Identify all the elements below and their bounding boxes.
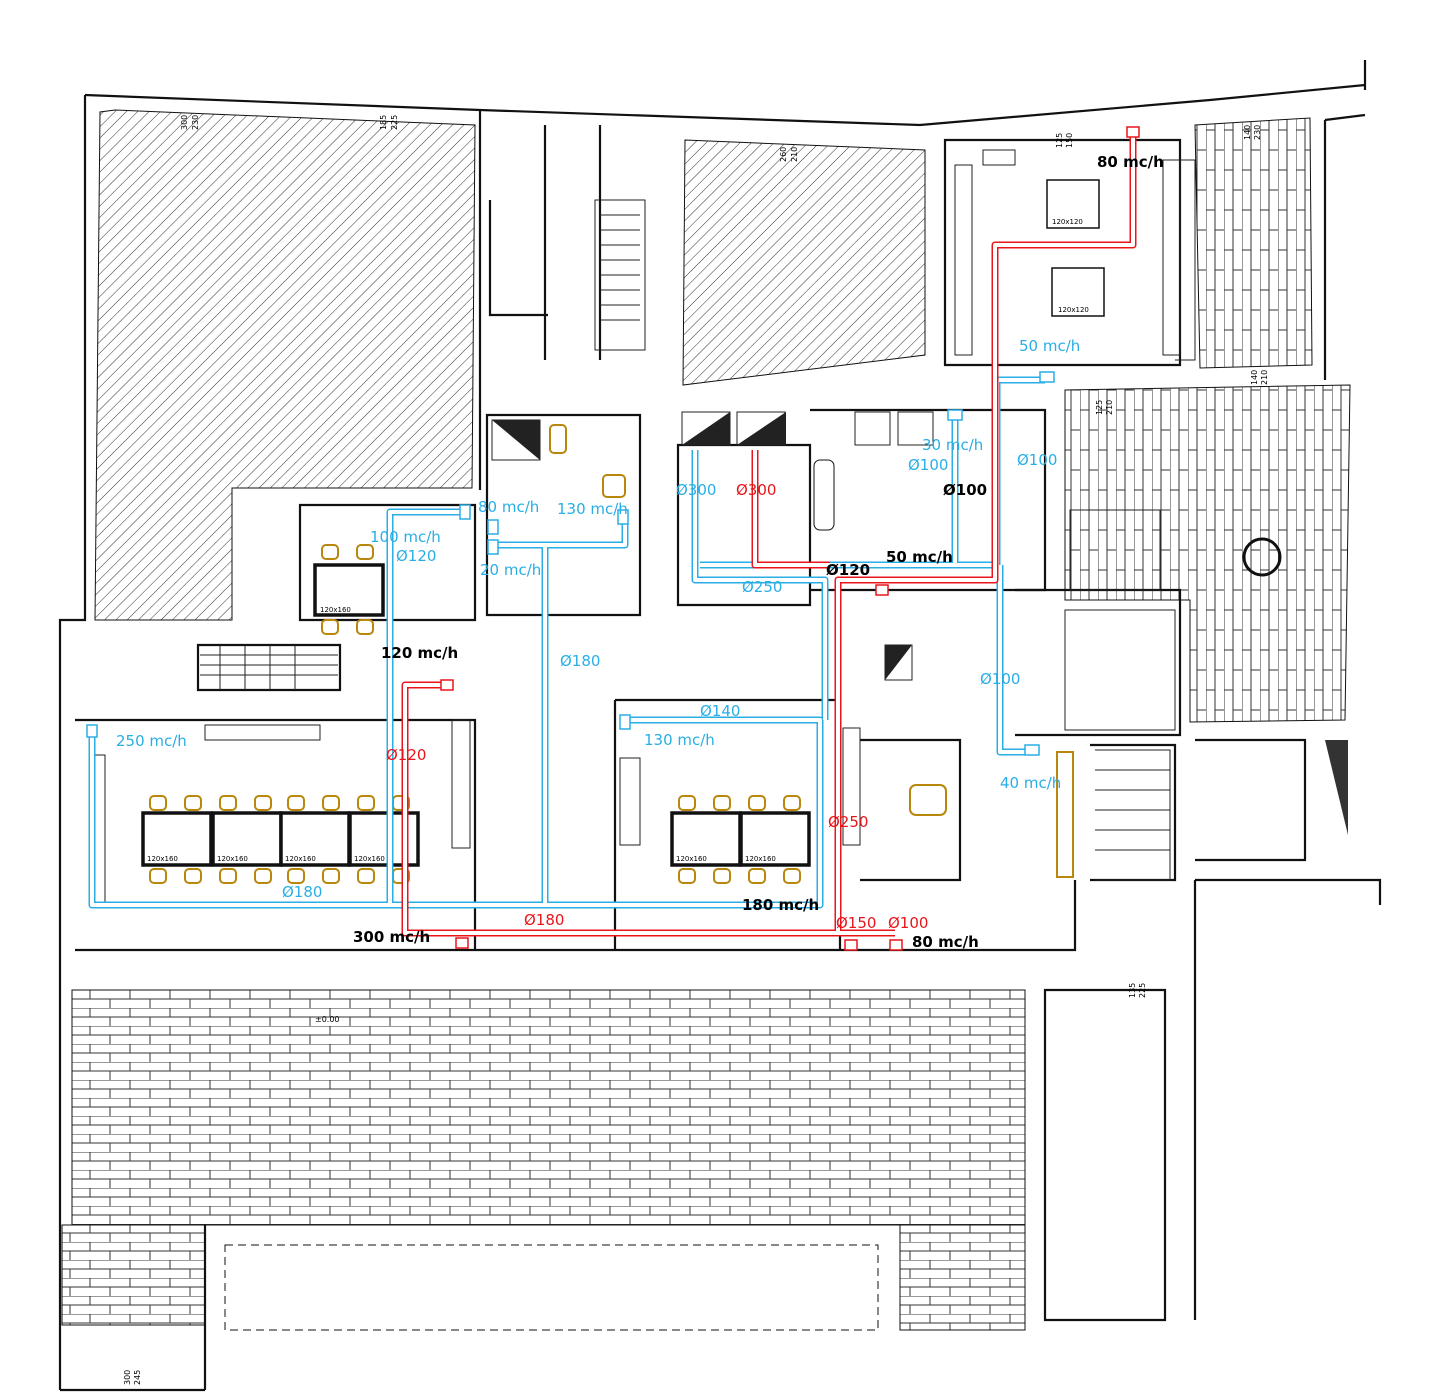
supply-label: Ø180: [282, 883, 322, 901]
extract-label: Ø150: [836, 914, 876, 932]
dimension-label: 300: [180, 115, 189, 130]
extract-label: Ø250: [828, 813, 868, 831]
dimension-label: 225: [1138, 983, 1147, 998]
level-label: ±0.00: [315, 1015, 340, 1024]
paved-courtyard-top: [1194, 117, 1313, 369]
table-size-label: 120x160: [285, 855, 316, 863]
supply-label: 100 mc/h: [370, 528, 441, 546]
airflow-label: 80 mc/h: [912, 933, 979, 951]
supply-label: Ø120: [396, 547, 436, 565]
supply-label: 20 mc/h: [480, 561, 541, 579]
hatched-void-center: [682, 139, 926, 386]
supply-label: 50 mc/h: [1019, 337, 1080, 355]
dimension-label: 210: [790, 147, 799, 162]
table-size-label: 120x160: [354, 855, 385, 863]
supply-label: Ø300: [676, 481, 716, 499]
supply-label: 30 mc/h: [922, 436, 983, 454]
dimension-label: 245: [133, 1370, 142, 1385]
hatched-void-left: [94, 109, 476, 621]
table-size-label: 120x160: [320, 606, 351, 614]
dimension-label: 150: [1065, 133, 1074, 148]
table-size-label: 120x120: [1052, 218, 1083, 226]
diameter-label: Ø100: [943, 481, 987, 499]
dimension-label: 230: [1253, 125, 1262, 140]
dimension-label: 210: [1260, 370, 1269, 385]
table-size-label: 120x160: [745, 855, 776, 863]
supply-label: Ø100: [908, 456, 948, 474]
paved-terrace: [71, 989, 1026, 1226]
paved-strip: [899, 1224, 1026, 1331]
airflow-label: 180 mc/h: [742, 896, 819, 914]
table-size-label: 120x160: [217, 855, 248, 863]
supply-label: Ø100: [980, 670, 1020, 688]
grilles: [86, 126, 1140, 951]
dimension-label: 140: [1250, 370, 1259, 385]
dimension-label: 225: [390, 115, 399, 130]
paved-courtyard: [1064, 384, 1351, 723]
supply-label: 80 mc/h: [478, 498, 539, 516]
table-size-label: 120x120: [1058, 306, 1089, 314]
supply-label: Ø180: [560, 652, 600, 670]
airflow-label: 120 mc/h: [381, 644, 458, 662]
table-size-label: 120x160: [676, 855, 707, 863]
dimension-label: 140: [1243, 125, 1252, 140]
dimension-label: 185: [379, 115, 388, 130]
paved-steps: [61, 1224, 206, 1326]
supply-label: 250 mc/h: [116, 732, 187, 750]
supply-label: 130 mc/h: [557, 500, 628, 518]
dimension-label: 260: [779, 147, 788, 162]
dimension-label: 135: [1128, 983, 1137, 998]
airflow-label: 50 mc/h: [886, 548, 953, 566]
dimension-label: 230: [191, 115, 200, 130]
supply-label: Ø140: [700, 702, 740, 720]
appliances: [491, 411, 1348, 835]
extract-label: Ø180: [524, 911, 564, 929]
pool: [224, 1244, 879, 1331]
extract-label: Ø120: [386, 746, 426, 764]
dimension-label: 300: [123, 1370, 132, 1385]
diameter-label: Ø120: [826, 561, 870, 579]
supply-label: 130 mc/h: [644, 731, 715, 749]
dimension-label: 210: [1105, 400, 1114, 415]
furniture: [141, 179, 1105, 884]
dimension-label: 125: [1095, 400, 1104, 415]
supply-label: Ø100: [1017, 451, 1057, 469]
extract-label: Ø100: [888, 914, 928, 932]
dimension-label: 125: [1055, 133, 1064, 148]
airflow-label: 80 mc/h: [1097, 153, 1164, 171]
supply-label: 40 mc/h: [1000, 774, 1061, 792]
extract-label: Ø300: [736, 481, 776, 499]
airflow-label: 300 mc/h: [353, 928, 430, 946]
supply-label: Ø250: [742, 578, 782, 596]
table-size-label: 120x160: [147, 855, 178, 863]
